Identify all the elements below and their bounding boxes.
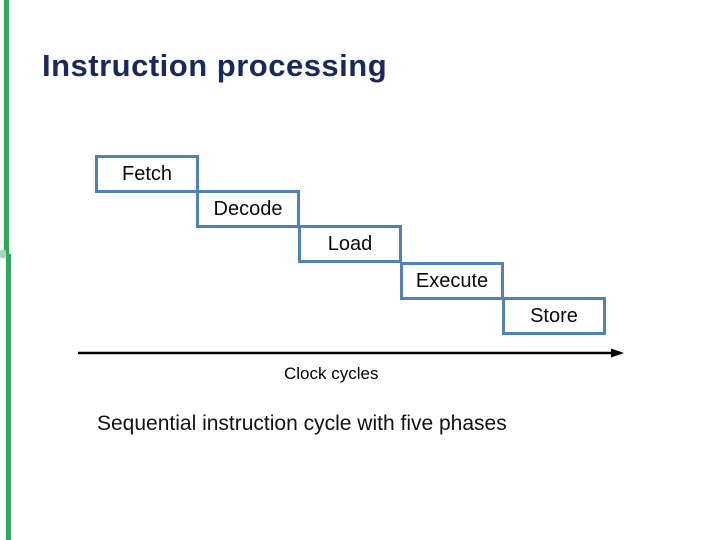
phase-box-decode: Decode <box>196 190 300 228</box>
accent-bar-joint-dot <box>0 250 6 258</box>
page-title: Instruction processing <box>42 48 388 83</box>
phase-label-fetch: Fetch <box>121 162 173 185</box>
phase-box-store: Store <box>502 297 606 335</box>
phase-box-load: Load <box>298 225 402 263</box>
clock-cycles-label: Clock cycles <box>284 364 379 383</box>
phase-box-execute: Execute <box>400 262 504 300</box>
left-accent-bar-top <box>4 0 9 256</box>
phase-label-load: Load <box>327 232 373 255</box>
left-accent-bar-bottom <box>6 254 11 540</box>
phase-label-decode: Decode <box>213 197 283 220</box>
phase-label-store: Store <box>530 304 578 327</box>
phase-label-execute: Execute <box>415 269 489 292</box>
slide-caption: Sequential instruction cycle with five p… <box>97 412 507 435</box>
clock-axis-arrow <box>78 348 624 358</box>
phase-box-fetch: Fetch <box>95 155 199 193</box>
